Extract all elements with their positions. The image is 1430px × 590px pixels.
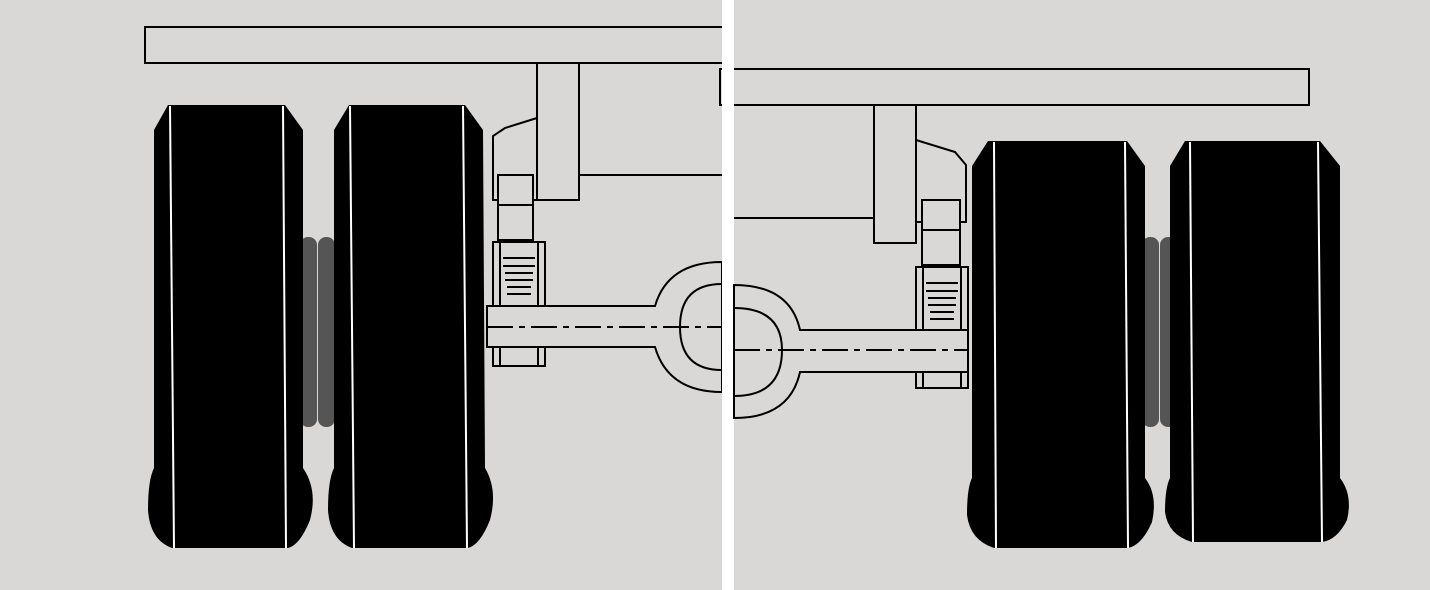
inner-dual-tires [300, 237, 335, 427]
spring-hanger [873, 104, 917, 244]
panel-divider [722, 0, 734, 590]
spring-seat [497, 174, 534, 206]
frame-rail [144, 26, 736, 64]
outer-tire [148, 105, 313, 549]
frame-rail [719, 68, 1310, 106]
spring-shackle [497, 204, 534, 241]
spring-hanger [536, 62, 580, 201]
left-panel [0, 0, 736, 590]
spring-shackle [921, 229, 961, 266]
outer-tire [1165, 141, 1349, 543]
axle-housing [733, 283, 969, 420]
right-panel [719, 0, 1430, 590]
inner-tire [328, 105, 494, 549]
spring-seat [921, 199, 961, 231]
inner-tire [967, 141, 1154, 549]
